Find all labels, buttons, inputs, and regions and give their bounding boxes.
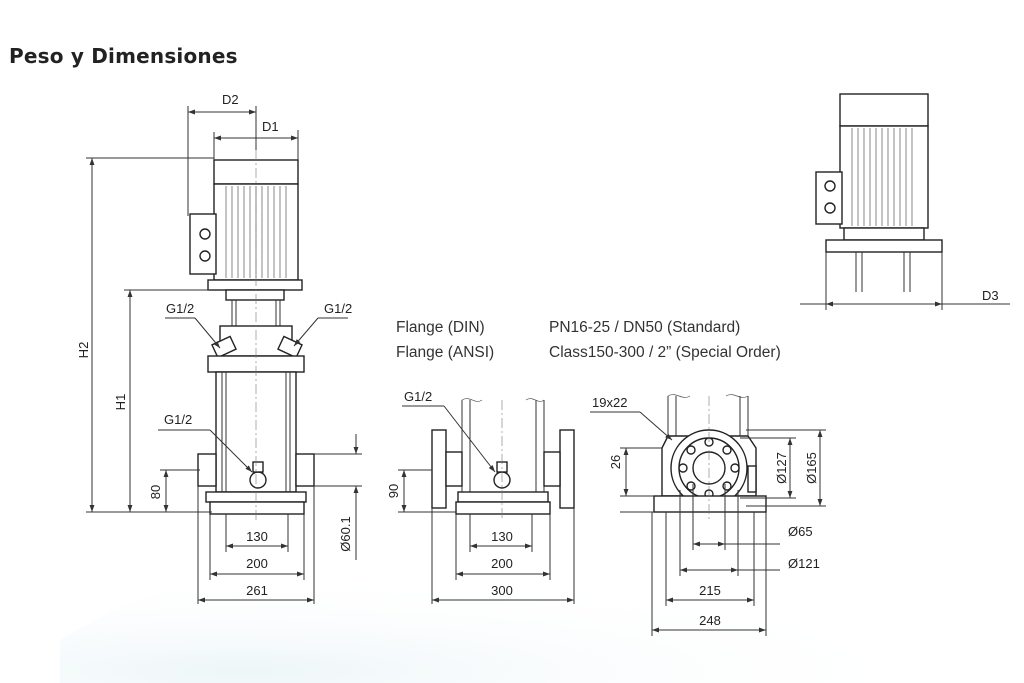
- flange-dim-dia65: Ø65: [788, 524, 813, 539]
- spec-ansi-value: Class150-300 / 2” (Special Order): [549, 344, 781, 361]
- flange-spec: Flange (DIN) PN16-25 / DN50 (Standard) F…: [396, 319, 781, 361]
- dim-d2: D2: [222, 92, 239, 107]
- dim-h2: H2: [76, 342, 91, 359]
- flange-dim-dia121: Ø121: [788, 556, 820, 571]
- dim-h1: H1: [113, 394, 128, 411]
- dim-130: 130: [246, 529, 268, 544]
- dim-dia60: Ø60.1: [338, 516, 353, 551]
- spec-din-label: Flange (DIN): [396, 319, 485, 336]
- motor-dim-d3: D3: [982, 288, 999, 303]
- flange-dim-215: 215: [699, 583, 721, 598]
- flange-dim-26: 26: [608, 455, 623, 469]
- dim-80: 80: [148, 485, 163, 499]
- drain-plug: [249, 471, 267, 489]
- flange-left: [431, 429, 447, 509]
- side-dim-90: 90: [386, 484, 401, 498]
- motor-view: D3: [800, 93, 1010, 310]
- label-g-left: G1/2: [166, 301, 194, 316]
- flange-dim-248: 248: [699, 613, 721, 628]
- motor-flange: [207, 279, 303, 291]
- flange-right: [559, 429, 575, 509]
- side-dim-300: 300: [491, 583, 513, 598]
- flange-label-bolt: 19x22: [592, 395, 627, 410]
- flange-dim-dia127: Ø127: [774, 452, 789, 484]
- spec-din-value: PN16-25 / DN50 (Standard): [549, 319, 740, 336]
- motor-detail-body: [839, 125, 929, 229]
- dim-d1: D1: [262, 119, 279, 134]
- side-label-g: G1/2: [404, 389, 432, 404]
- side-base: [455, 501, 551, 515]
- flange-dim-dia165: Ø165: [804, 452, 819, 484]
- flange-view: 19x22 26 Ø127 Ø165 Ø65 Ø121 215: [590, 394, 826, 636]
- label-g-lower: G1/2: [164, 412, 192, 427]
- pump-base: [209, 501, 305, 515]
- page-title: Peso y Dimensiones: [9, 44, 238, 68]
- label-g-right: G1/2: [324, 301, 352, 316]
- dim-200: 200: [246, 556, 268, 571]
- motor-detail-flange: [825, 239, 943, 253]
- spec-ansi-label: Flange (ANSI): [396, 344, 494, 361]
- side-dim-200: 200: [491, 556, 513, 571]
- dim-261: 261: [246, 583, 268, 598]
- terminal-box: [189, 213, 217, 275]
- side-view: G1/2 90 130 200 300: [386, 389, 575, 604]
- motor-detail-cap: [839, 93, 929, 127]
- front-view: D2 D1 H2 H1 G1/2 G1/2 G1/2 80 Ø60.1: [76, 92, 362, 604]
- motor-detail-terminal: [815, 171, 843, 225]
- side-dim-130: 130: [491, 529, 513, 544]
